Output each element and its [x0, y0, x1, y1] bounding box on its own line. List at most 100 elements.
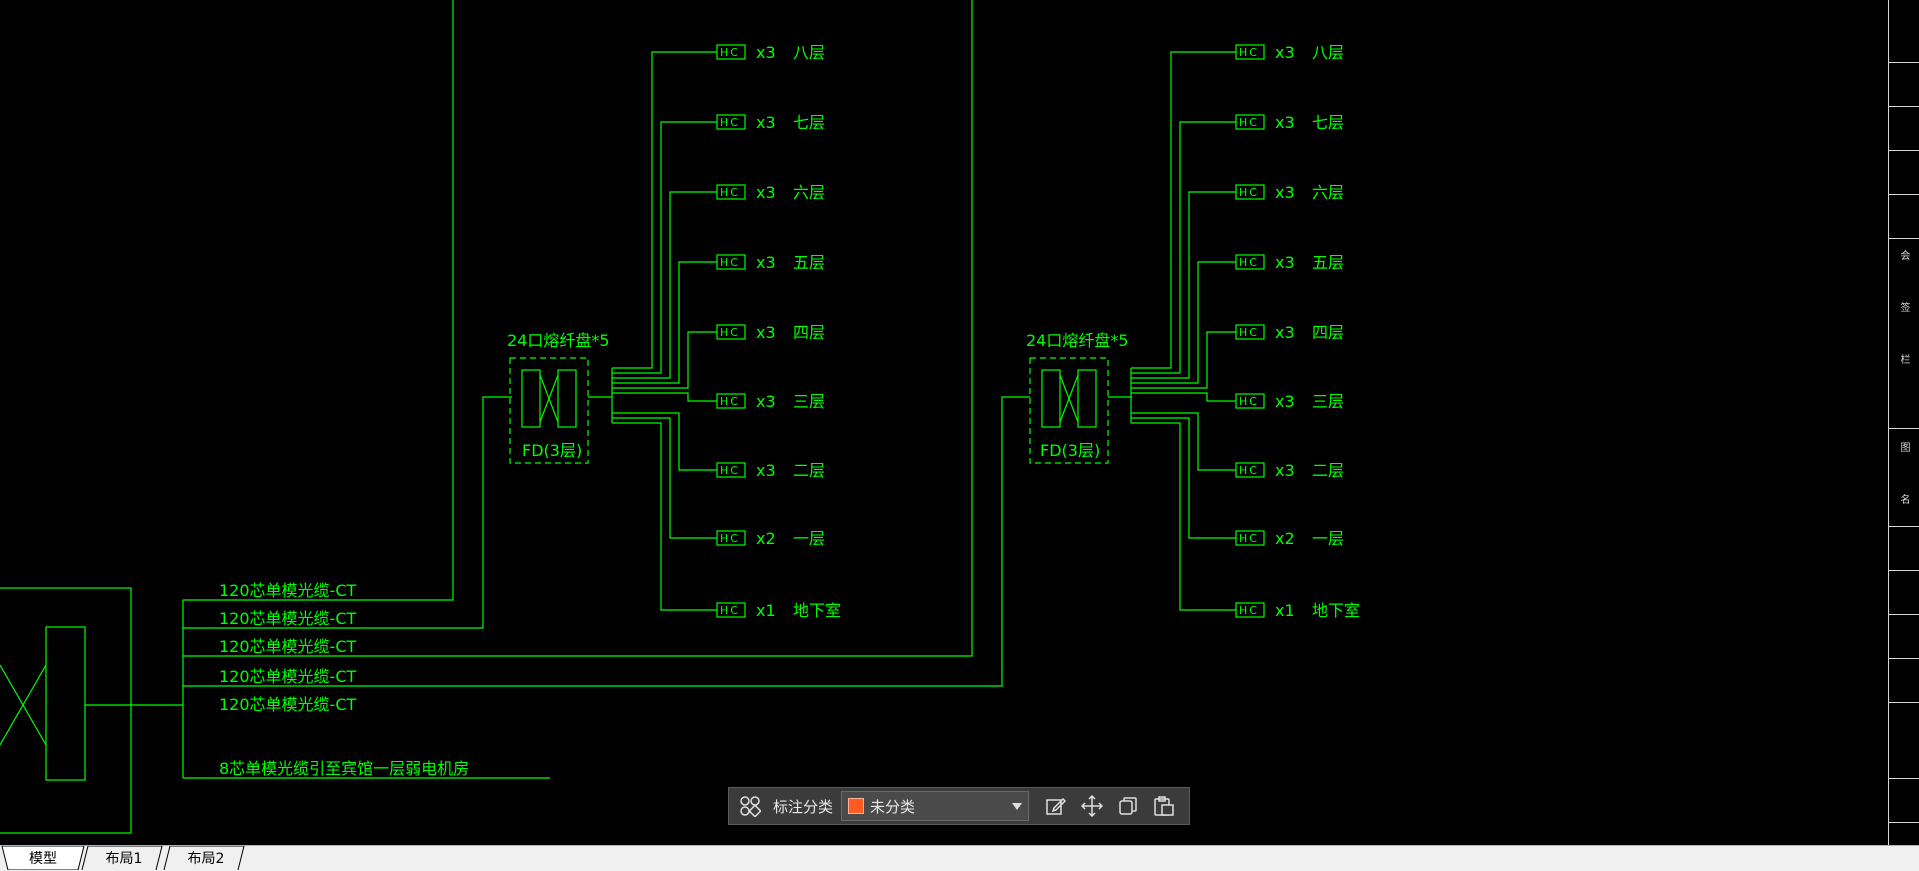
- hc-label: HC: [720, 46, 740, 59]
- floor-name: 七层: [793, 113, 825, 132]
- floor-row: HC x3 七层: [612, 113, 825, 374]
- cad-drawing-canvas[interactable]: 120芯单模光缆-CT 120芯单模光缆-CT 120芯单模光缆-CT 120芯…: [0, 0, 1889, 846]
- floor-row: HC x1 地下室: [1131, 422, 1360, 620]
- floor-count: x3: [1275, 461, 1295, 480]
- floor-name: 三层: [793, 392, 825, 411]
- riser-2: 24口熔纤盘*5 FD(3层): [1026, 331, 1132, 464]
- floor-name: 五层: [793, 253, 825, 272]
- hc-label: HC: [1239, 116, 1259, 129]
- hc-box: [1235, 530, 1265, 546]
- tab-label: 布局2: [187, 851, 225, 867]
- edit-icon[interactable]: [1041, 792, 1071, 820]
- floor-name: 八层: [1312, 43, 1344, 62]
- category-color-swatch: [848, 798, 865, 814]
- category-selected-value: 未分类: [870, 797, 916, 816]
- annotation-toolbar: 标注分类 未分类: [728, 787, 1190, 825]
- riser-title: 24口熔纤盘*5: [1026, 331, 1129, 350]
- panel-label: 名: [1898, 494, 1909, 504]
- floor-count: x3: [756, 183, 776, 202]
- floor-row: HC x3 八层: [612, 43, 825, 369]
- riser-device-label: FD(3层): [522, 441, 582, 460]
- hc-box: [1235, 184, 1265, 200]
- grid-apps-icon[interactable]: [735, 792, 765, 820]
- hc-box: [1235, 324, 1265, 340]
- floor-count: x3: [756, 323, 776, 342]
- floor-row: HC x3 五层: [612, 253, 825, 384]
- floor-count: x3: [1275, 253, 1295, 272]
- category-label: 标注分类: [773, 797, 834, 816]
- floor-name: 一层: [1312, 529, 1344, 548]
- floor-count: x1: [756, 601, 776, 620]
- floor-count: x2: [756, 529, 776, 548]
- hc-box: [716, 44, 746, 60]
- hc-label: HC: [1239, 46, 1259, 59]
- panel-label: 栏: [1898, 354, 1909, 364]
- layout-tab-bar: 模型 布局1 布局2: [0, 845, 1919, 871]
- hc-label: HC: [1239, 604, 1259, 617]
- hc-box: [716, 462, 746, 478]
- riser-device-label: FD(3层): [1040, 441, 1100, 460]
- hc-label: HC: [720, 395, 740, 408]
- tab-model[interactable]: 模型: [0, 846, 86, 870]
- cable-label: 120芯单模光缆-CT: [219, 637, 356, 656]
- tab-label: 布局1: [105, 851, 143, 867]
- hc-label: HC: [1239, 532, 1259, 545]
- cable-label: 120芯单模光缆-CT: [219, 609, 356, 628]
- hc-box: [716, 184, 746, 200]
- chevron-down-icon: [1012, 802, 1023, 810]
- floor-name: 二层: [1312, 461, 1344, 480]
- floor-count: x2: [1275, 529, 1295, 548]
- copy-icon[interactable]: [1113, 792, 1143, 820]
- floor-count: x1: [1275, 601, 1295, 620]
- floor-row: HC x3 三层: [612, 392, 825, 411]
- floor-count: x3: [756, 392, 776, 411]
- cable-label: 120芯单模光缆-CT: [219, 581, 356, 600]
- floor-row: HC x2 一层: [612, 417, 825, 548]
- floor-row: HC x3 八层: [1131, 43, 1344, 369]
- hc-label: HC: [1239, 326, 1259, 339]
- floor-row: HC x3 二层: [612, 412, 825, 480]
- cable-lines: [183, 0, 1030, 779]
- hc-label: HC: [720, 464, 740, 477]
- floor-count: x3: [1275, 183, 1295, 202]
- cable-label: 120芯单模光缆-CT: [219, 695, 356, 714]
- floor-name: 二层: [793, 461, 825, 480]
- hc-label: HC: [720, 256, 740, 269]
- floor-count: x3: [756, 461, 776, 480]
- hc-label: HC: [720, 326, 740, 339]
- floor-count: x3: [1275, 392, 1295, 411]
- floor-name: 地下室: [1312, 601, 1360, 620]
- category-dropdown[interactable]: 未分类: [841, 791, 1030, 821]
- floor-name: 三层: [1312, 392, 1344, 411]
- panel-label: 签: [1898, 302, 1909, 312]
- floor-name: 八层: [793, 43, 825, 62]
- hc-label: HC: [720, 604, 740, 617]
- hc-label: HC: [1239, 256, 1259, 269]
- paste-icon[interactable]: [1149, 792, 1179, 820]
- hc-box: [716, 602, 746, 618]
- tab-label: 模型: [29, 851, 57, 867]
- hc-box: [1235, 44, 1265, 60]
- floor-name: 地下室: [793, 601, 841, 620]
- hc-box: [1235, 114, 1265, 130]
- hc-box: [1235, 462, 1265, 478]
- floor-count: x3: [756, 253, 776, 272]
- floor-row: HC x2 一层: [1131, 417, 1344, 548]
- hc-box: [1235, 602, 1265, 618]
- floor-count: x3: [1275, 43, 1295, 62]
- hc-box: [716, 324, 746, 340]
- tab-layout-2[interactable]: 布局2: [162, 846, 250, 870]
- cable-label-bottom: 8芯单模光缆引至宾馆一层弱电机房: [219, 759, 469, 778]
- hc-label: HC: [720, 186, 740, 199]
- panel-label: 会: [1898, 250, 1909, 260]
- move-icon[interactable]: [1077, 792, 1107, 820]
- tab-layout-1[interactable]: 布局1: [80, 846, 168, 870]
- floor-name: 一层: [793, 529, 825, 548]
